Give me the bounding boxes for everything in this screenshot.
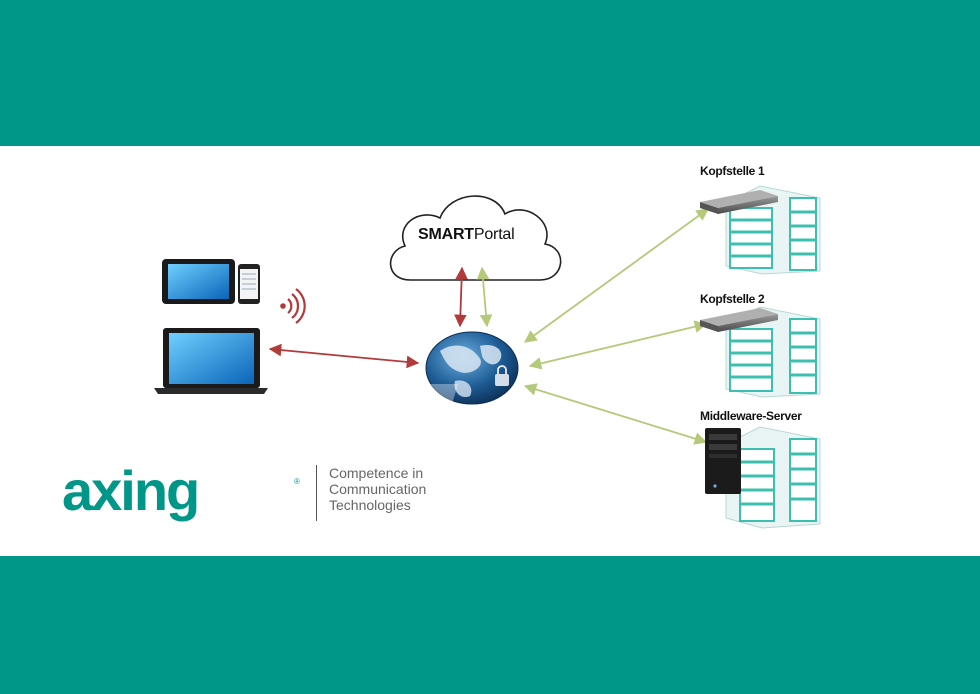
building-icon	[725, 185, 821, 275]
headend-1-label: Kopfstelle 1	[700, 164, 765, 178]
network-diagram	[154, 185, 821, 529]
svg-text:axing: axing	[62, 466, 198, 522]
tablet-icon	[162, 259, 235, 304]
arrow-globe-headend1	[523, 208, 710, 343]
arrow-globe-cloud-red	[454, 266, 468, 328]
smartportal-label-regular: Portal	[473, 226, 515, 243]
wifi-icon	[280, 288, 306, 324]
globe-icon	[425, 331, 519, 405]
server-tower-icon	[705, 428, 741, 494]
middleware-server-label: Middleware-Server	[700, 409, 802, 423]
building-icon	[725, 426, 821, 529]
axing-logo: axing ®	[62, 466, 300, 522]
arrow-globe-cloud-green	[476, 266, 493, 328]
smartportal-label-bold: SMART	[418, 226, 474, 243]
rack-device-icon	[700, 190, 778, 214]
arrow-globe-middleware	[523, 383, 708, 445]
svg-text:®: ®	[294, 477, 300, 486]
lock-icon	[495, 365, 509, 386]
headend-2-label: Kopfstelle 2	[700, 292, 765, 306]
smartportal-label: SMARTPortal	[418, 226, 515, 244]
rack-device-icon	[700, 308, 778, 332]
building-icon	[725, 306, 821, 398]
brand-tagline: Competence in Communication Technologies	[316, 465, 426, 521]
smartphone-icon	[238, 264, 260, 304]
bottom-teal-band	[0, 556, 980, 694]
tagline-line-3: Technologies	[329, 497, 411, 513]
tagline-line-2: Communication	[329, 481, 427, 497]
arrow-laptop-globe	[268, 343, 420, 369]
arrow-globe-headend2	[528, 320, 708, 370]
tagline-line-1: Competence in	[329, 465, 424, 481]
laptop-icon	[154, 328, 268, 394]
top-teal-band	[0, 0, 980, 146]
